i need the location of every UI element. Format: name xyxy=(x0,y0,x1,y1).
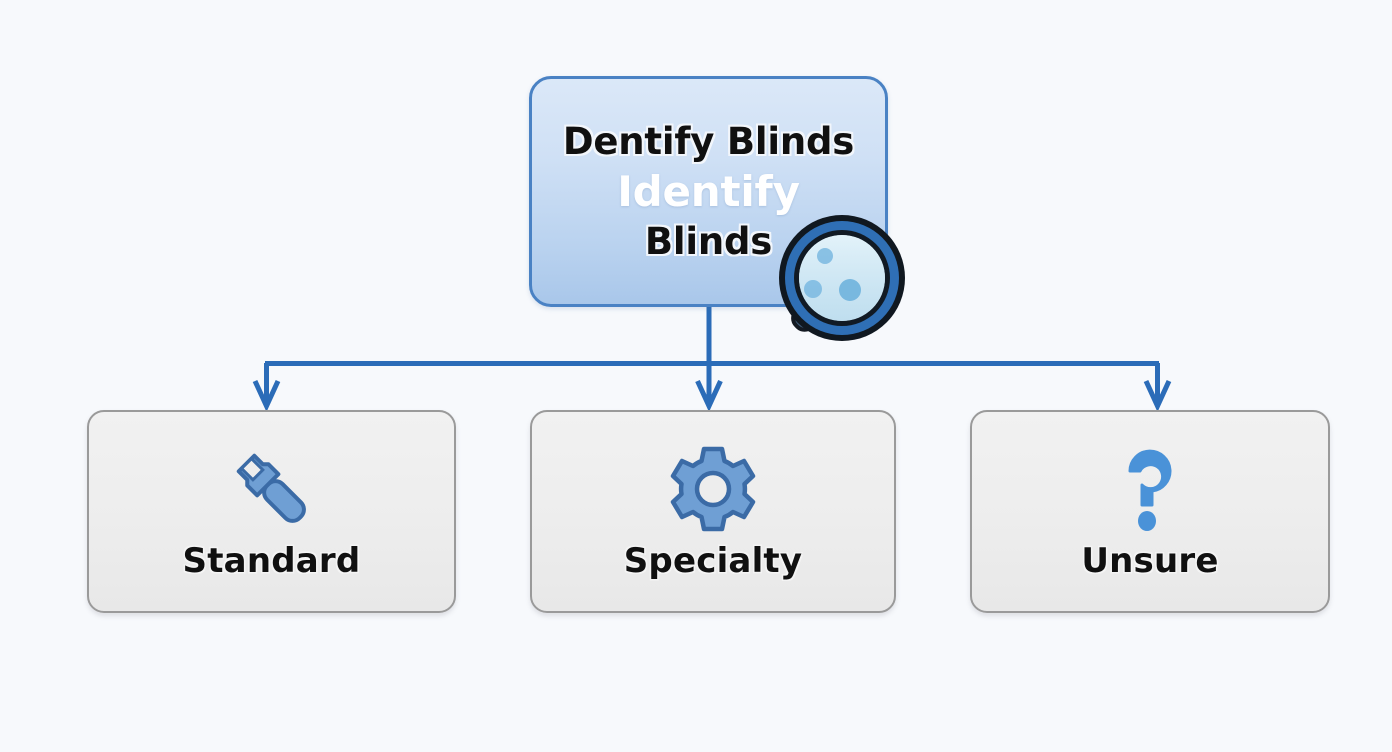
wrench-icon xyxy=(236,453,306,523)
arrowhead-standard-icon xyxy=(252,379,281,412)
option-label-specialty: Specialty xyxy=(623,540,803,581)
option-node-unsure[interactable]: Unsure xyxy=(970,410,1330,613)
gear-icon xyxy=(670,446,756,531)
option-icon-slot xyxy=(1104,443,1196,535)
root-title-line-1: Dentify Blinds xyxy=(562,119,855,163)
option-label-standard: Standard xyxy=(182,540,361,581)
question-mark-icon xyxy=(1128,449,1172,531)
root-title-line-2: Identify xyxy=(617,166,800,216)
option-icon-slot xyxy=(226,443,318,535)
identify-blinds-node[interactable]: Dentify Blinds Identify Blinds xyxy=(529,76,888,307)
option-icon-slot xyxy=(667,443,759,535)
option-label-unsure: Unsure xyxy=(1081,540,1219,581)
root-text-stack: Dentify Blinds Identify Blinds xyxy=(532,79,885,304)
option-node-specialty[interactable]: Specialty xyxy=(530,410,896,613)
root-title-line-3: Blinds xyxy=(644,220,773,264)
option-node-standard[interactable]: Standard xyxy=(87,410,456,613)
arrowhead-specialty-icon xyxy=(695,379,723,412)
arrowhead-unsure-icon xyxy=(1143,379,1172,412)
